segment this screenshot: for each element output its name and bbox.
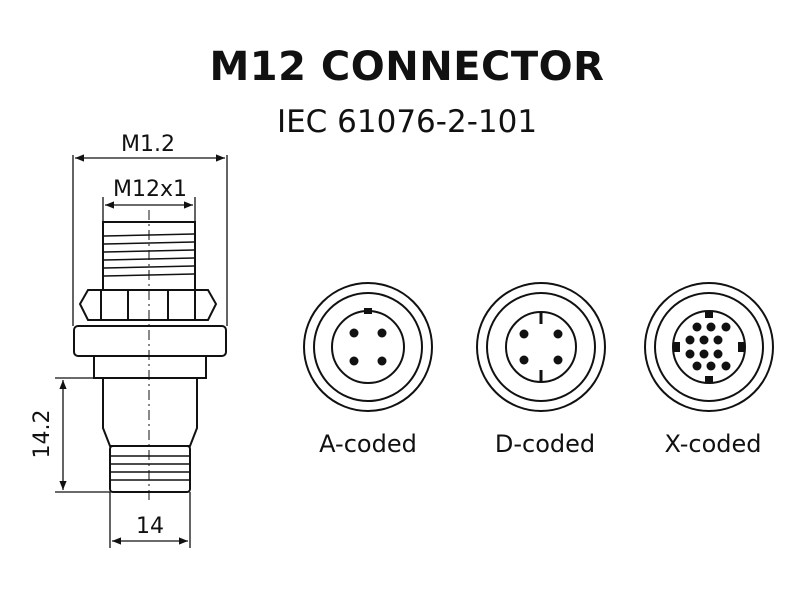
- x-coded-face: [644, 282, 774, 412]
- connector-side-view: [73, 210, 227, 500]
- d-coded-label: D-coded: [495, 430, 595, 458]
- dim-height-label: 14.2: [30, 410, 55, 459]
- a-coded-label: A-coded: [319, 430, 417, 458]
- a-coded-face: [303, 282, 433, 412]
- diagram-subtitle: IEC 61076-2-101: [276, 104, 538, 140]
- flange: [73, 325, 227, 357]
- dimension-lines: [55, 154, 228, 548]
- dim-bottom-width-label: 14: [136, 514, 164, 539]
- dim-thread-label: M12x1: [113, 177, 187, 202]
- d-coded-face: [476, 282, 606, 412]
- grooved-end: [109, 445, 191, 493]
- neck: [93, 355, 207, 379]
- lower-body: [102, 377, 198, 447]
- hex-nut: [78, 289, 218, 321]
- dim-outer-width-label: M1.2: [121, 132, 175, 157]
- x-coded-label: X-coded: [664, 430, 761, 458]
- diagram-title: M12 CONNECTOR: [209, 44, 605, 90]
